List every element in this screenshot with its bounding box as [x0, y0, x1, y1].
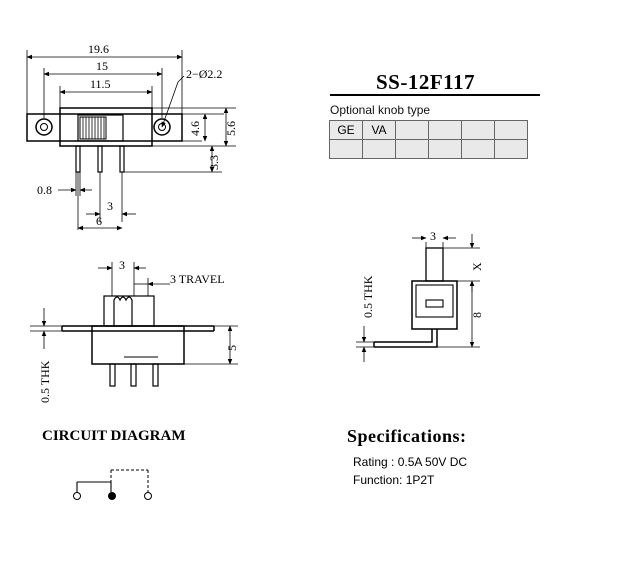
- front-view: [30, 262, 238, 387]
- knob-cell: [428, 139, 462, 159]
- dim-pin-pitch: 3: [107, 199, 113, 213]
- knob-cell: [428, 120, 462, 140]
- circuit-diagram-title: CIRCUIT DIAGRAM: [42, 428, 186, 444]
- dim-lever-x: X: [470, 262, 484, 271]
- top-view: [26, 50, 236, 231]
- knob-cell: [329, 139, 363, 159]
- dim-pin-length: 3.3: [207, 155, 221, 170]
- knob-cell: [395, 139, 429, 159]
- dim-front-height: 5: [225, 345, 239, 351]
- knob-cell: [362, 139, 396, 159]
- terminal-right: [144, 492, 152, 500]
- knob-cell: GE: [329, 120, 363, 140]
- dim-side-height: 8: [470, 312, 484, 318]
- side-view: [356, 234, 480, 362]
- part-number-title: SS-12F117: [376, 70, 476, 94]
- dim-body-height: 5.6: [224, 121, 238, 136]
- dim-lever-width: 3: [119, 258, 125, 272]
- front-thickness-label: 0.5 THK: [38, 360, 52, 403]
- dim-pin-span: 6: [96, 214, 102, 228]
- dim-pin-width: 0.8: [37, 183, 52, 197]
- table-row: [329, 139, 528, 159]
- knob-cell: [461, 120, 495, 140]
- knob-cell: [494, 120, 528, 140]
- knob-cell: [395, 120, 429, 140]
- spec-function: Function: 1P2T: [353, 473, 435, 487]
- specifications-title: Specifications:: [347, 426, 467, 446]
- dim-side-lever: 3: [430, 229, 436, 243]
- spec-rating: Rating : 0.5A 50V DC: [353, 455, 468, 469]
- dim-body-width: 11.5: [90, 77, 111, 91]
- front-view-dimension-labels: 3 3 TRAVEL 5 0.5 THK: [38, 258, 239, 403]
- knob-type-table: GE VA: [329, 120, 528, 159]
- dim-hole-callout: 2−Ø2.2: [186, 67, 222, 81]
- top-view-dimension-labels: 19.6 15 11.5 2−Ø2.2 4.6 5.6 3.3 0.8 3 6: [37, 42, 238, 228]
- circuit-diagram: [73, 469, 152, 500]
- table-row: GE VA: [329, 120, 528, 140]
- terminal-common: [108, 492, 116, 500]
- terminal-left: [73, 492, 81, 500]
- dim-hole-spacing: 15: [96, 59, 108, 73]
- side-view-dimension-labels: 3 X 8 0.5 THK: [361, 229, 484, 318]
- travel-label: 3 TRAVEL: [170, 272, 225, 286]
- knob-caption: Optional knob type: [330, 103, 431, 117]
- dim-overall-width: 19.6: [88, 42, 109, 56]
- knob-cell: [494, 139, 528, 159]
- knob-cell: VA: [362, 120, 396, 140]
- dim-plate-height: 4.6: [188, 121, 202, 136]
- side-thickness-label: 0.5 THK: [361, 275, 375, 318]
- knob-cell: [461, 139, 495, 159]
